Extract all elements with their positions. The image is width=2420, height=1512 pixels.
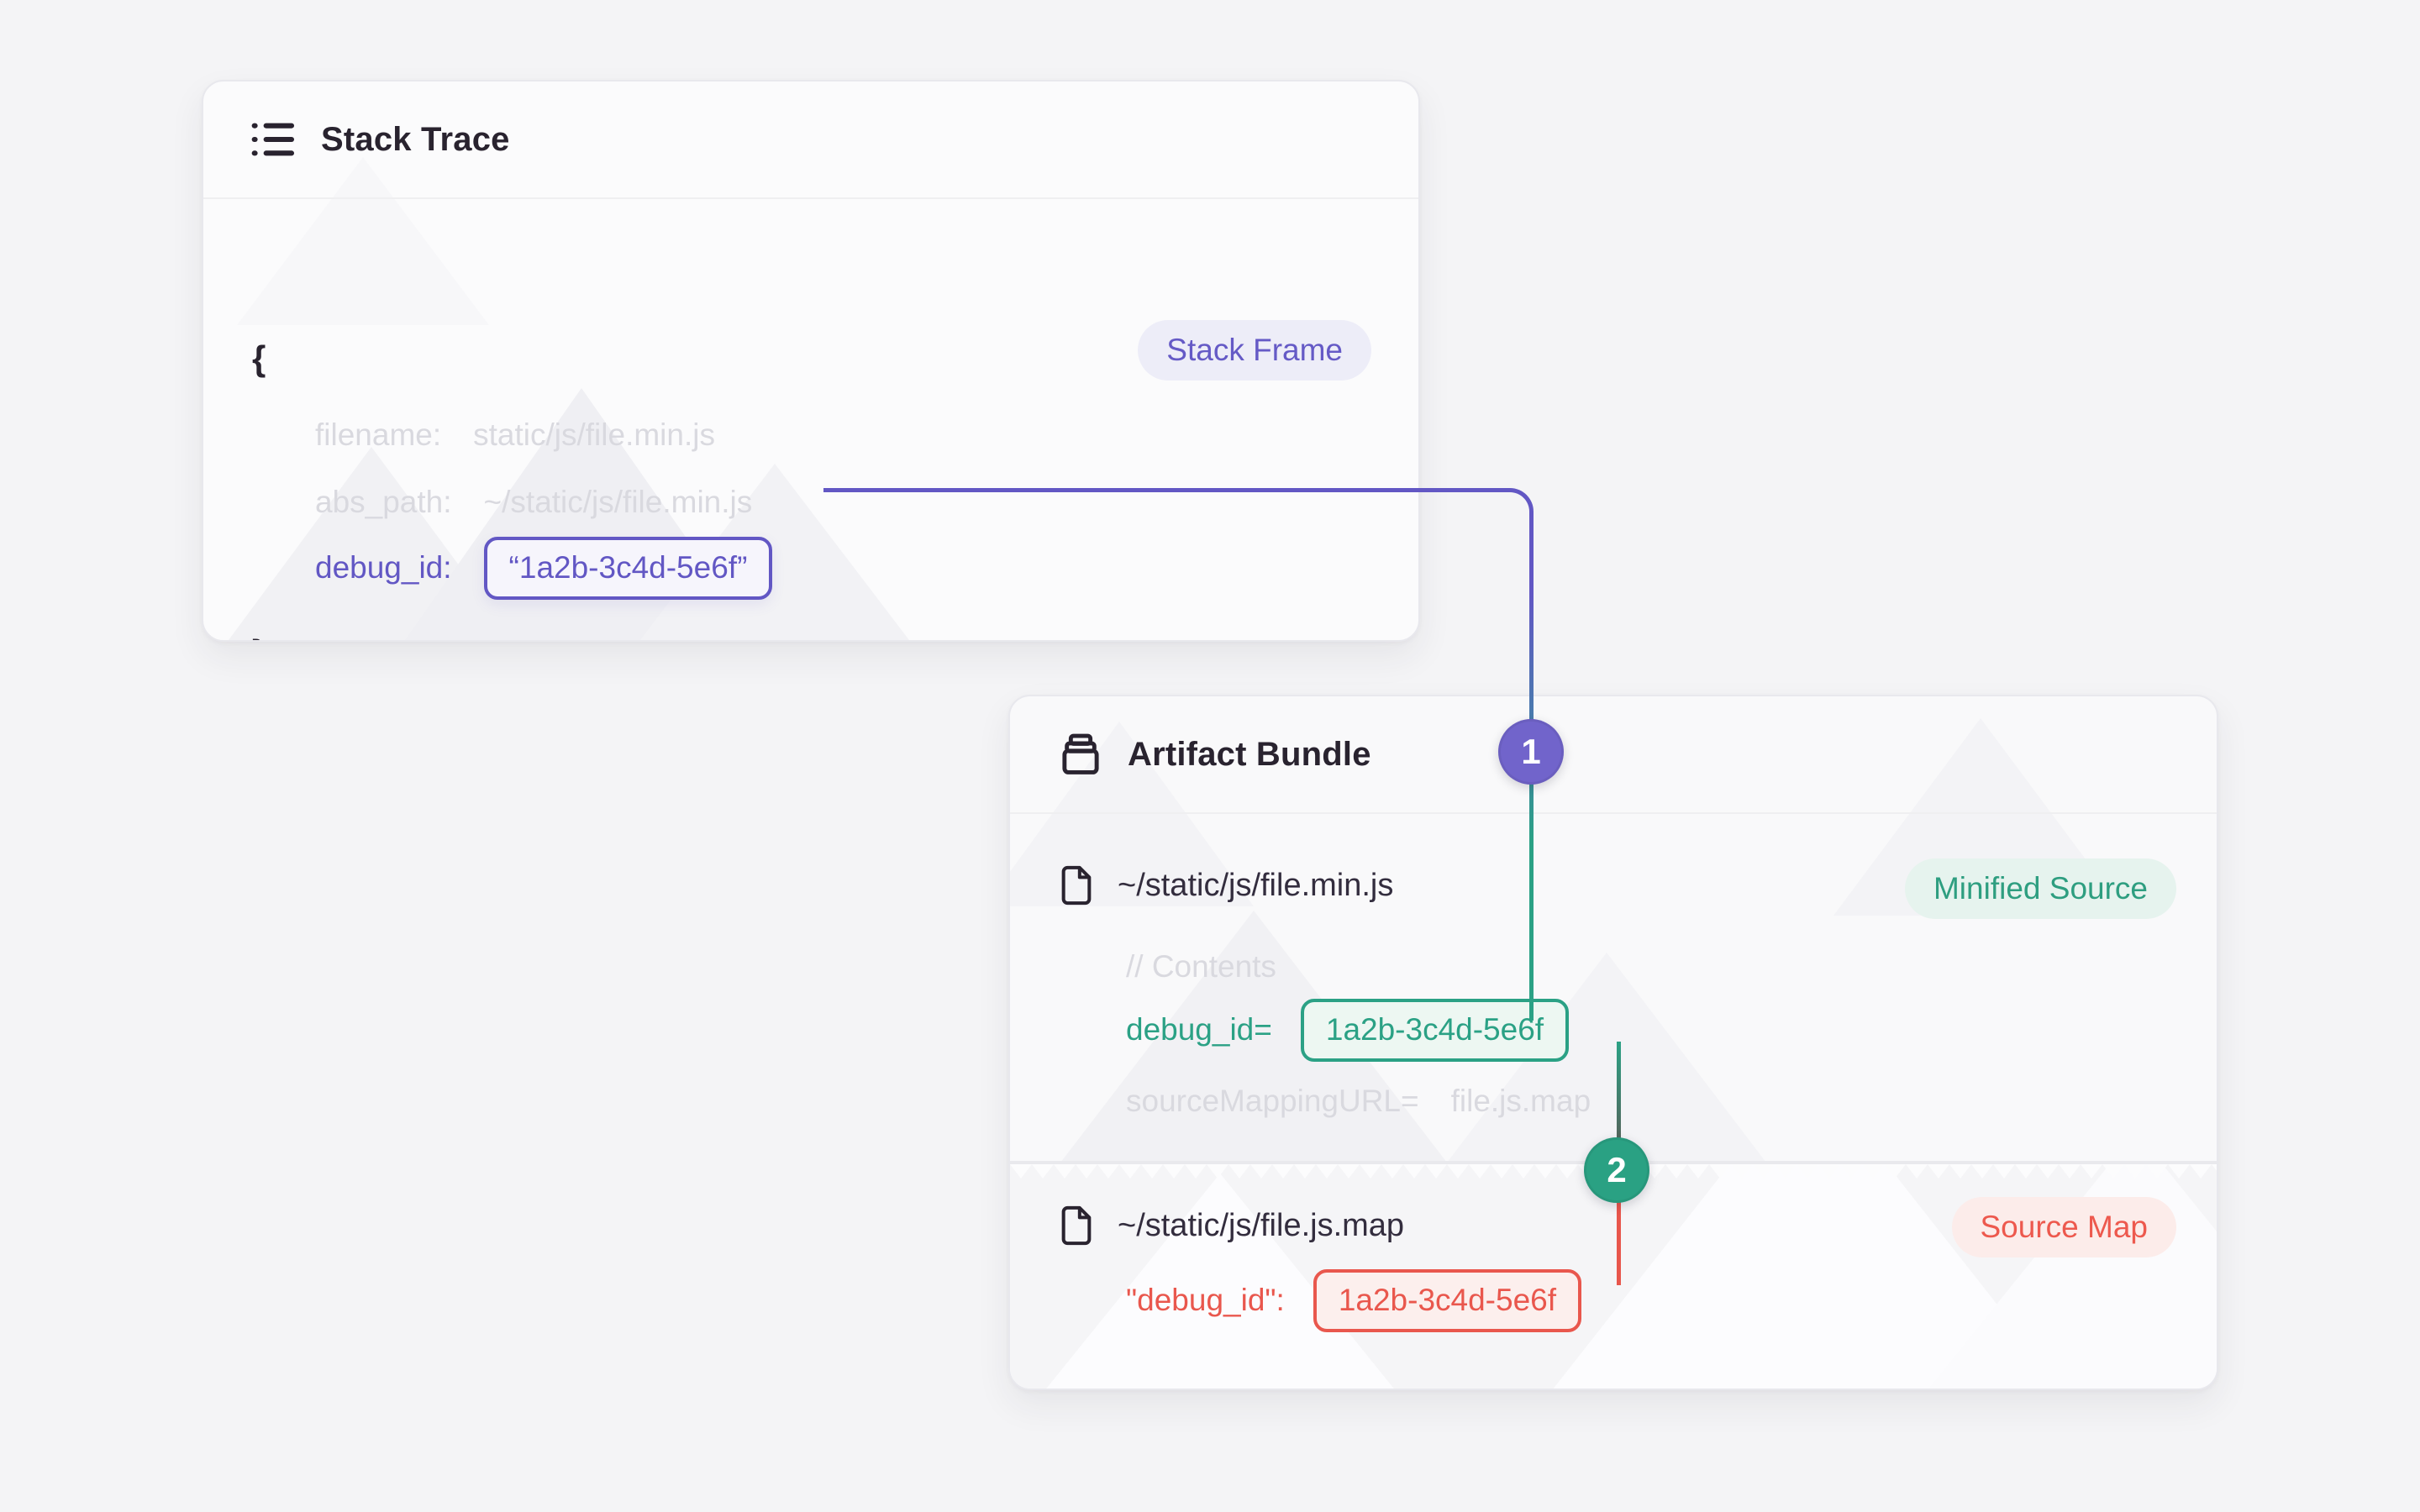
artifact-bundle-title: Artifact Bundle (1128, 735, 1371, 773)
source-map-section: ~/static/js/file.js.map Source Map "debu… (1010, 1164, 2217, 1389)
filename-label: filename: (315, 417, 442, 452)
minified-source-badge: Minified Source (1904, 858, 2176, 919)
sawtooth-pattern (1010, 1164, 2217, 1179)
step-2-badge: 2 (1584, 1137, 1649, 1203)
map-debug-id-row: "debug_id": 1a2b-3c4d-5e6f (1126, 1269, 1582, 1332)
filename-value: static/js/file.min.js (473, 417, 715, 452)
bundle-debug-id-label: debug_id= (1126, 1012, 1272, 1047)
map-debug-id-chip: 1a2b-3c4d-5e6f (1313, 1269, 1582, 1332)
bundle-debug-id-chip: 1a2b-3c4d-5e6f (1300, 999, 1570, 1062)
file-icon (1057, 864, 1096, 906)
stack-trace-header: Stack Trace (203, 81, 1418, 199)
stack-frame-badge: Stack Frame (1138, 320, 1371, 381)
debug-id-row: debug_id: “1a2b-3c4d-5e6f” (315, 537, 773, 600)
source-mapping-row: sourceMappingURL= file.js.map (1126, 1084, 1591, 1119)
connector-stack-to-bundle (823, 488, 1534, 596)
contents-comment-text: // Contents (1126, 949, 1276, 984)
filename-row: filename: static/js/file.min.js (315, 417, 715, 453)
json-open-brace: { (252, 339, 266, 378)
minified-file-name: ~/static/js/file.min.js (1118, 867, 1394, 903)
source-mapping-label: sourceMappingURL= (1126, 1084, 1419, 1118)
abs-path-row: abs_path: ~/static/js/file.min.js (315, 485, 752, 520)
bundle-debug-id-row: debug_id= 1a2b-3c4d-5e6f (1126, 999, 1570, 1062)
mountain-watermark (237, 157, 489, 325)
json-close-brace: } (252, 633, 266, 640)
map-debug-id-label: "debug_id": (1126, 1283, 1285, 1318)
mountain-watermark (1010, 722, 1254, 906)
debug-id-label: debug_id: (315, 550, 452, 585)
source-map-file-row: ~/static/js/file.js.map (1057, 1205, 1404, 1247)
step-1-badge: 1 (1498, 719, 1564, 785)
artifact-bundle-card: Artifact Bundle ~/static/js/file.min.js … (1008, 695, 2218, 1390)
stack-trace-card: Stack Trace { filename: static/js/file.m… (202, 80, 1420, 642)
source-map-badge: Source Map (1951, 1197, 2176, 1257)
minified-file-row: ~/static/js/file.min.js (1057, 864, 1393, 906)
list-icon (250, 116, 297, 163)
artifact-bundle-header: Artifact Bundle (1010, 696, 2217, 814)
file-icon (1057, 1205, 1096, 1247)
debug-id-chip: “1a2b-3c4d-5e6f” (483, 537, 773, 600)
abs-path-value: ~/static/js/file.min.js (483, 485, 753, 519)
source-map-file-name: ~/static/js/file.js.map (1118, 1207, 1405, 1243)
contents-comment: // Contents (1126, 949, 1276, 984)
stack-trace-title: Stack Trace (321, 120, 510, 158)
abs-path-label: abs_path: (315, 485, 452, 519)
connector-vertical-purple-green (1529, 593, 1534, 1021)
archive-box-icon (1057, 731, 1104, 778)
source-mapping-value: file.js.map (1450, 1084, 1591, 1118)
